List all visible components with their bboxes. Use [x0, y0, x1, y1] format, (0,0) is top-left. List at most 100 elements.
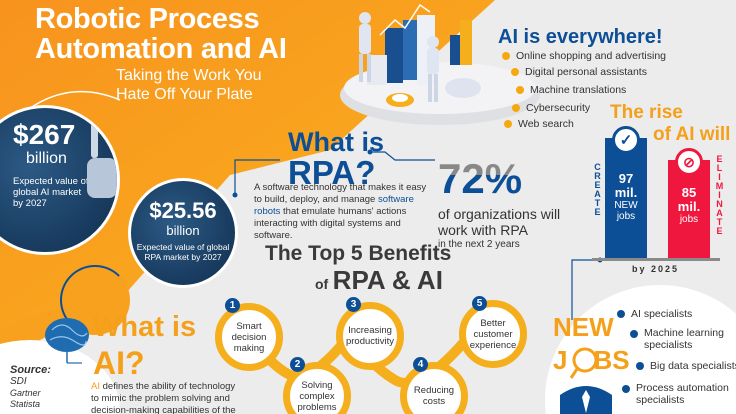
rise-footer: by 2025: [632, 264, 680, 274]
ai-market-stat: $267 billion Expected value of global AI…: [13, 119, 93, 210]
ai-market-value: $267: [13, 119, 76, 150]
bullet-dot-icon: [516, 86, 524, 94]
new-jobs-word-jobs: J BS: [553, 345, 630, 375]
eliminate-vertical-label: ELIMINATE: [714, 154, 725, 235]
rpa-stat-percent: 72%: [438, 158, 560, 200]
benefit-number: 3: [346, 297, 361, 312]
bullet-dot-icon: [622, 385, 630, 393]
benefit-number: 5: [472, 296, 487, 311]
new-job-label: Process automation specialists: [636, 382, 729, 406]
rpa-stat: 72% of organizations will work with RPA …: [438, 158, 560, 251]
benefit-4: Reducing costs: [400, 362, 468, 414]
jobs-letter-j: J: [553, 345, 568, 375]
robots-illustration: [359, 3, 481, 107]
create-label: CREATE: [592, 162, 603, 216]
title-line-2: Automation and AI: [35, 33, 287, 65]
subtitle: Taking the Work You Hate Off Your Plate: [116, 66, 266, 104]
new-job-item: AI specialists: [617, 308, 692, 320]
benefits-rpa-ai: RPA & AI: [332, 265, 443, 295]
bullet-dot-icon: [512, 104, 520, 112]
new-job-item: Process automation specialists: [622, 382, 732, 406]
ai-use-item: Web search: [504, 118, 574, 130]
prohibited-icon: ⊘: [675, 148, 703, 176]
ai-heading-line-1: What is: [93, 311, 197, 343]
eliminate-value: 85: [681, 185, 697, 200]
subtitle-line-2: Hate Off Your Plate: [116, 86, 253, 103]
rise-heading-line-1: The rise: [610, 102, 683, 123]
new-job-item: Big data specialists: [636, 360, 736, 372]
eliminate-bar-label: 85 mil. jobs: [668, 185, 710, 226]
ai-market-desc-1: Expected value of: [13, 176, 89, 187]
new-job-item: Machine learning specialists: [630, 327, 730, 351]
checkmark-icon: ✓: [612, 126, 640, 154]
ai-market-desc-2: global AI market: [13, 187, 82, 198]
brain-icon: [45, 318, 89, 364]
benefit-2: Solving complex problems: [283, 362, 351, 414]
ai-use-item: Online shopping and advertising: [502, 50, 666, 62]
ai-heading: What is AI?: [93, 310, 196, 382]
eliminate-bar: ⊘ 85 mil. jobs: [668, 148, 710, 258]
benefit-label: Reducing costs: [413, 385, 455, 407]
rpa-market-desc-1: Expected value of global: [136, 242, 230, 252]
source-item: SDI: [10, 376, 27, 387]
ai-description: AI defines the ability of technology to …: [91, 381, 243, 414]
create-desc-1: NEW: [614, 200, 638, 211]
benefit-number: 4: [413, 357, 428, 372]
ai-market-desc: Expected value of global AI market by 20…: [13, 176, 93, 209]
benefit-number: 2: [290, 357, 305, 372]
ai-desc-rest: defines the ability of technology to mim…: [91, 381, 236, 414]
rpa-heading-line-1: What is: [288, 127, 385, 157]
benefit-label: Increasing productivity: [345, 325, 395, 347]
create-bar: ✓ 97 mil. NEW jobs: [605, 126, 647, 258]
rise-heading-line-2: of AI will: [653, 124, 731, 145]
rpa-market-value: $25.56: [149, 198, 217, 223]
source-block: Source: SDI Gartner Statista: [10, 364, 51, 410]
benefits-of: of: [315, 276, 329, 292]
rpa-desc-part-1: A software technology that makes it easy…: [254, 182, 427, 205]
ai-market-unit: billion: [26, 150, 67, 167]
ai-use-item: Digital personal assistants: [511, 66, 647, 78]
bullet-dot-icon: [511, 68, 519, 76]
rpa-market-stat: $25.56 billion Expected value of global …: [131, 198, 235, 263]
ai-use-item: Cybersecurity: [512, 102, 590, 114]
rpa-description: A software technology that makes it easy…: [254, 182, 434, 242]
rpa-stat-line-3: in the next 2 years: [438, 239, 520, 250]
benefits-heading-line-1: The Top 5 Benefits: [265, 242, 452, 265]
bullet-dot-icon: [502, 52, 510, 60]
create-vertical-label: CREATE: [592, 162, 603, 216]
bar-baseline: [592, 258, 720, 261]
page-title: Robotic Process Automation and AI: [35, 4, 287, 64]
benefit-label: Solving complex problems: [297, 379, 337, 413]
rpa-market-desc-2: RPA market by 2027: [144, 252, 222, 262]
new-jobs-word-new: NEW: [553, 312, 614, 342]
source-item: Statista: [10, 399, 41, 409]
rpa-desc-highlight: software robots: [254, 194, 414, 217]
rpa-market-desc: Expected value of global RPA market by 2…: [131, 242, 235, 262]
bullet-dot-icon: [630, 330, 638, 338]
rpa-stat-line-2: work with RPA: [438, 222, 528, 238]
ai-use-label: Machine translations: [530, 84, 627, 96]
jobs-letters-bs: BS: [593, 345, 630, 375]
create-bar-label: 97 mil. NEW jobs: [605, 171, 647, 223]
bullet-dot-icon: [504, 120, 512, 128]
rpa-market-unit: billion: [166, 223, 200, 238]
ai-everywhere-heading: AI is everywhere!: [498, 26, 663, 48]
new-job-label: Machine learning specialists: [644, 327, 724, 351]
benefit-label: Smart decision making: [231, 320, 267, 354]
create-value: 97: [618, 171, 634, 186]
job-seeker-icon: [560, 347, 612, 414]
subtitle-line-1: Taking the Work You: [116, 67, 262, 84]
bullet-dot-icon: [617, 310, 625, 318]
robot-hand-icon: [87, 123, 117, 198]
benefit-label: Better customer experience: [469, 317, 517, 351]
ai-heading-line-2: AI?: [93, 345, 145, 381]
source-label: Source:: [10, 364, 51, 376]
rpa-desc-part-2: that emulate humans' actions interacting…: [254, 206, 407, 241]
create-unit: mil.: [614, 185, 638, 200]
new-job-label: Big data specialists: [650, 360, 736, 372]
bullet-dot-icon: [636, 362, 644, 370]
ai-use-label: Online shopping and advertising: [516, 50, 667, 62]
title-line-1: Robotic Process: [35, 3, 260, 35]
create-desc-2: jobs: [616, 211, 636, 222]
eliminate-desc: jobs: [679, 214, 699, 225]
